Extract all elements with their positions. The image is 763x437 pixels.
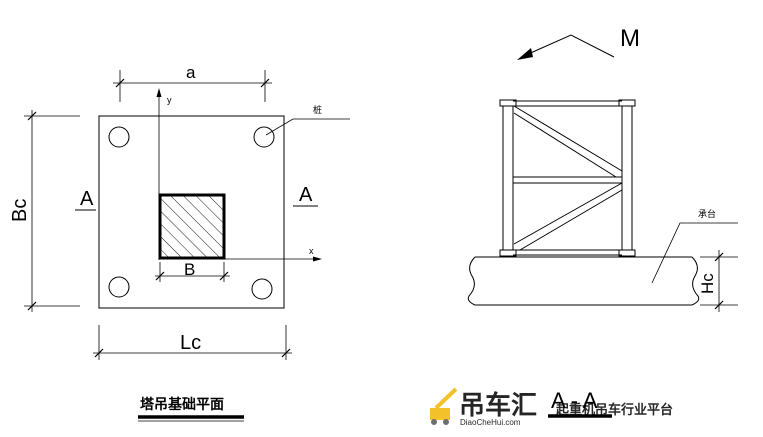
pile-circle-top-left [108,126,130,148]
tower-base-square [158,193,226,260]
pile-circle-bottom-right [251,278,273,300]
watermark-brand: 吊车汇 [459,390,537,420]
dim-a-tick-right [260,78,270,88]
dim-b-tick-right [219,271,229,281]
dim-hc-label: Hc [698,273,717,294]
watermark: 吊车汇 DiaoCheHui.com 起重机吊车行业平台 [430,387,673,427]
mast-left-foot [499,249,517,257]
pile-circle-bottom-left [108,276,130,298]
mast-diagonal-upper-1 [513,105,623,172]
x-axis-arrow [313,256,322,262]
dim-lc-tick-right [281,348,291,358]
watermark-domain: DiaoCheHui.com [460,418,521,427]
moment-label: M [620,25,640,52]
dim-lc-tick-left [94,348,104,358]
dim-bc-tick-bottom [27,301,37,311]
mast-diagonal-upper-2 [513,112,617,178]
crane-logo-icon [430,387,458,425]
dim-bc-tick-top [27,111,37,121]
section-view-title: A - A [551,388,598,413]
y-axis-label: y [167,95,172,105]
mast-left-cap [499,99,517,107]
mast-right-cap [618,99,636,107]
dim-b-tick-left [155,271,165,281]
foundation-outline [98,115,285,309]
plan-view: 桩 y x a Bc Lc B [9,63,350,422]
section-mark-left: A [80,188,94,210]
plan-view-title: 塔吊基础平面 [140,396,224,412]
mast-right-foot [618,249,636,257]
x-axis-label: x [309,246,314,256]
watermark-slogan: 起重机吊车行业平台 [555,402,673,417]
mast-diagonal-lower-1 [513,182,623,245]
pile-label: 桩 [313,104,322,115]
y-axis-arrow [156,88,162,97]
dim-lc-label: Lc [180,332,201,354]
pile-cap-outline [467,256,700,306]
dim-hc-tick-bottom [714,300,724,310]
moment-arrow-line [525,34,615,58]
dim-a-tick-left [115,78,125,88]
dim-b-label: B [184,260,195,279]
dim-bc-label: Bc [9,199,31,222]
cap-leader-line [651,222,738,284]
pile-leader-line [265,118,350,136]
dim-a-label: a [186,63,196,82]
cap-label: 承台 [698,208,716,219]
section-view: M 承台 Hc A - [467,25,738,418]
dim-hc-tick-top [714,252,724,262]
moment-arrow-head [517,48,533,60]
section-mark-right: A [299,184,313,206]
pile-circle-top-right [253,126,275,148]
mast-diagonal-lower-2 [519,189,623,251]
